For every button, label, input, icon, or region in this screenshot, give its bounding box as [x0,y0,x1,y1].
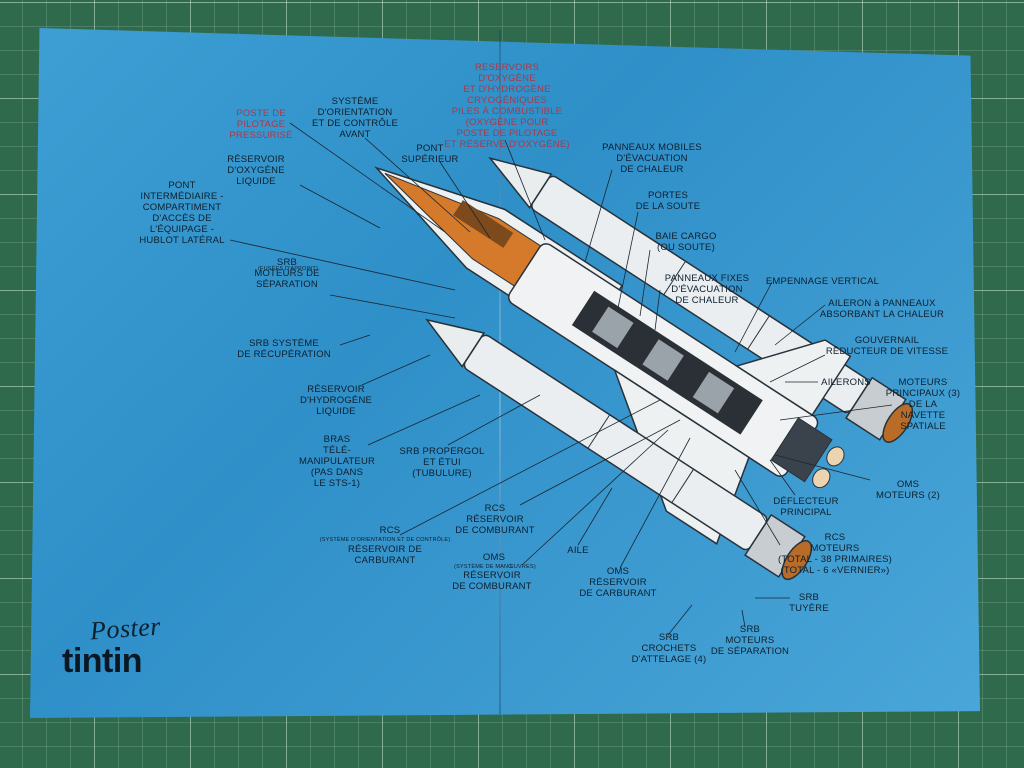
label-aileron-panneaux: AILERON à PANNEAUX ABSORBANT LA CHALEUR [819,298,945,320]
label-pont-superieur: PONT SUPÉRIEUR [401,143,459,165]
label-oms-left-title: OMS [482,552,506,563]
label-oms-left-small: (SYSTÈME DE MANŒUVRES) [454,564,536,570]
label-ailerons: AILERONS [821,377,871,388]
label-srb-fusees: (FUSÉES D'APPOINT) [258,266,318,272]
label-poste-pilotage: POSTE DE PILOTAGE PRESSURISÉ [229,108,293,141]
label-bras-telemanipulateur: BRAS TÉLÉ- MANIPULATEUR (PAS DANS LE STS… [298,434,376,489]
label-reservoir-hydrogene: RÉSERVOIR D'HYDROGÈNE LIQUIDE [299,384,373,417]
leader-lines [229,122,893,636]
label-srb-crochets: SRB CROCHETS D'ATTELAGE (4) [631,632,707,665]
label-reservoir-oxygene-liquide: RÉSERVOIR D'OXYGÈNE LIQUIDE [227,154,285,187]
brand-tintin-logo: tintin [62,642,143,680]
label-rcs-left-title: RCS [379,525,401,536]
label-empennage-vertical: EMPENNAGE VERTICAL [765,276,880,287]
label-moteurs-principaux: MOTEURS PRINCIPAUX (3) DE LA NAVETTE SPA… [885,377,961,432]
label-rcs-moteurs: RCS MOTEURS (TOTAL - 38 PRIMAIRES) (TOTA… [777,532,893,576]
label-gouvernail: GOUVERNAIL RÉDUCTEUR DE VITESSE [825,335,949,357]
label-portes-soute: PORTES DE LA SOUTE [635,190,701,212]
label-pont-intermediaire: PONT INTERMÉDIAIRE - COMPARTIMENT D'ACCÈ… [139,180,225,246]
label-aile: AILE [567,545,589,556]
label-oms-reservoir-carburant: OMS RÉSERVOIR DE CARBURANT [579,566,657,599]
label-rcs-left-small: (SYSTÈME D'ORIENTATION ET DE CONTRÔLE) [319,537,451,543]
label-srb-tuyere: SRB TUYÈRE [789,592,829,614]
label-baie-cargo: BAIE CARGO (OU SOUTE) [655,231,717,253]
label-rcs-reservoir-comburant: RCS RÉSERVOIR DE COMBURANT [455,503,535,536]
label-srb-recuperation: SRB SYSTÈME DE RÉCUPÉRATION [237,338,331,360]
label-oms-left-body: RÉSERVOIR DE COMBURANT [452,570,532,592]
label-srb-propergol: SRB PROPERGOL ET ÉTUI (TUBULURE) [399,446,485,479]
label-panneaux-mobiles: PANNEAUX MOBILES D'ÉVACUATION DE CHALEUR [602,142,702,175]
label-systeme-orientation: SYSTÈME D'ORIENTATION ET DE CONTRÔLE AVA… [311,96,399,140]
label-reservoirs-oxygene: RESERVOIRS D'OXYGÈNE ET D'HYDROGÈNE CRYO… [444,62,570,150]
label-srb-moteurs-separation-bottom: SRB MOTEURS DE SÉPARATION [710,624,790,657]
label-deflecteur: DÉFLECTEUR PRINCIPAL [773,496,839,518]
label-oms-moteurs: OMS MOTEURS (2) [876,479,940,501]
label-panneaux-fixes: PANNEAUX FIXES D'ÉVACUATION DE CHALEUR [664,273,750,306]
label-rcs-left-body: RÉSERVOIR DE CARBURANT [347,544,423,566]
lower-srb [425,318,813,581]
label-srb-moteurs-separation: SRB MOTEURS DE SÉPARATION [254,257,320,290]
shuttle-illustration [374,156,914,581]
